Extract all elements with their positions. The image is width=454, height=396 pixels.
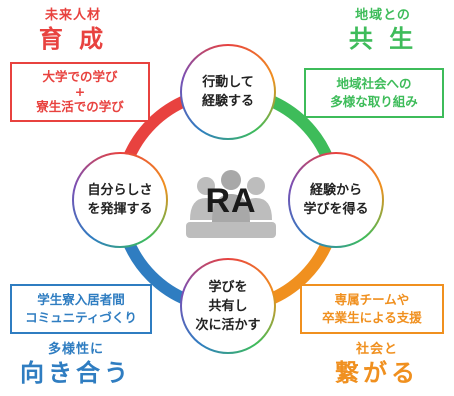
box-learning-line3: 寮生活での学び <box>36 99 124 114</box>
node-share-line2: 共有し <box>208 298 248 314</box>
box-support-line1: 専属チームや <box>334 292 410 307</box>
node-be-yourself: 自分らしさ を発揮する <box>74 154 166 246</box>
box-dorm-community-line2: コミュニティづくり <box>25 310 137 325</box>
node-act-experience-line1: 行動して <box>202 75 254 90</box>
box-learning: 大学での学び + 寮生活での学び <box>10 62 150 122</box>
node-share-line1: 学びを <box>208 279 248 295</box>
box-support: 専属チームや 卒業生による支援 <box>300 284 444 334</box>
node-self-line1: 自分らしさ <box>87 183 153 198</box>
people-group-icon <box>186 170 276 238</box>
heading-ikusei-sub: 未来人材 <box>44 8 101 23</box>
center-ra: RA <box>176 170 286 240</box>
node-learn-line2: 学びを得る <box>303 202 369 217</box>
box-support-line2: 卒業生による支援 <box>322 310 422 325</box>
heading-kyosei-sub: 地域との <box>355 8 411 23</box>
box-learning-line1: 大学での学び <box>42 69 118 84</box>
box-learning-plus: + <box>74 84 86 99</box>
box-dorm-community: 学生寮入居者間 コミュニティづくり <box>10 284 152 334</box>
node-self-line2: を発揮する <box>87 202 153 217</box>
node-learn-from-experience: 経験から 学びを得る <box>290 154 382 246</box>
heading-kyosei: 地域との 共 生 <box>338 8 428 54</box>
node-share-line3: 次に活かす <box>195 317 261 333</box>
heading-tsunagaru: 社会と 繋がる <box>322 342 432 388</box>
node-share-learning: 学びを 共有し 次に活かす <box>182 260 274 352</box>
heading-kyosei-main: 共 生 <box>348 25 418 53</box>
node-learn-line1: 経験から <box>309 183 362 198</box>
heading-ikusei: 未来人材 育 成 <box>28 8 118 54</box>
box-community-efforts-line1: 地域社会への <box>336 76 412 91</box>
center-label: RA <box>205 182 257 220</box>
heading-mukiau-sub: 多様性に <box>47 342 104 357</box>
heading-ikusei-main: 育 成 <box>38 25 108 53</box>
box-dorm-community-line1: 学生寮入居者間 <box>37 292 125 307</box>
node-act-experience: 行動して 経験する <box>182 46 274 138</box>
heading-tsunagaru-sub: 社会と <box>355 342 398 357</box>
box-community-efforts-line2: 多様な取り組み <box>330 94 418 109</box>
heading-mukiau: 多様性に 向き合う <box>16 342 136 388</box>
heading-mukiau-main: 向き合う <box>20 359 132 387</box>
heading-tsunagaru-main: 繋がる <box>335 359 419 387</box>
box-community-efforts: 地域社会への 多様な取り組み <box>304 68 444 118</box>
node-act-experience-line2: 経験する <box>201 94 254 109</box>
